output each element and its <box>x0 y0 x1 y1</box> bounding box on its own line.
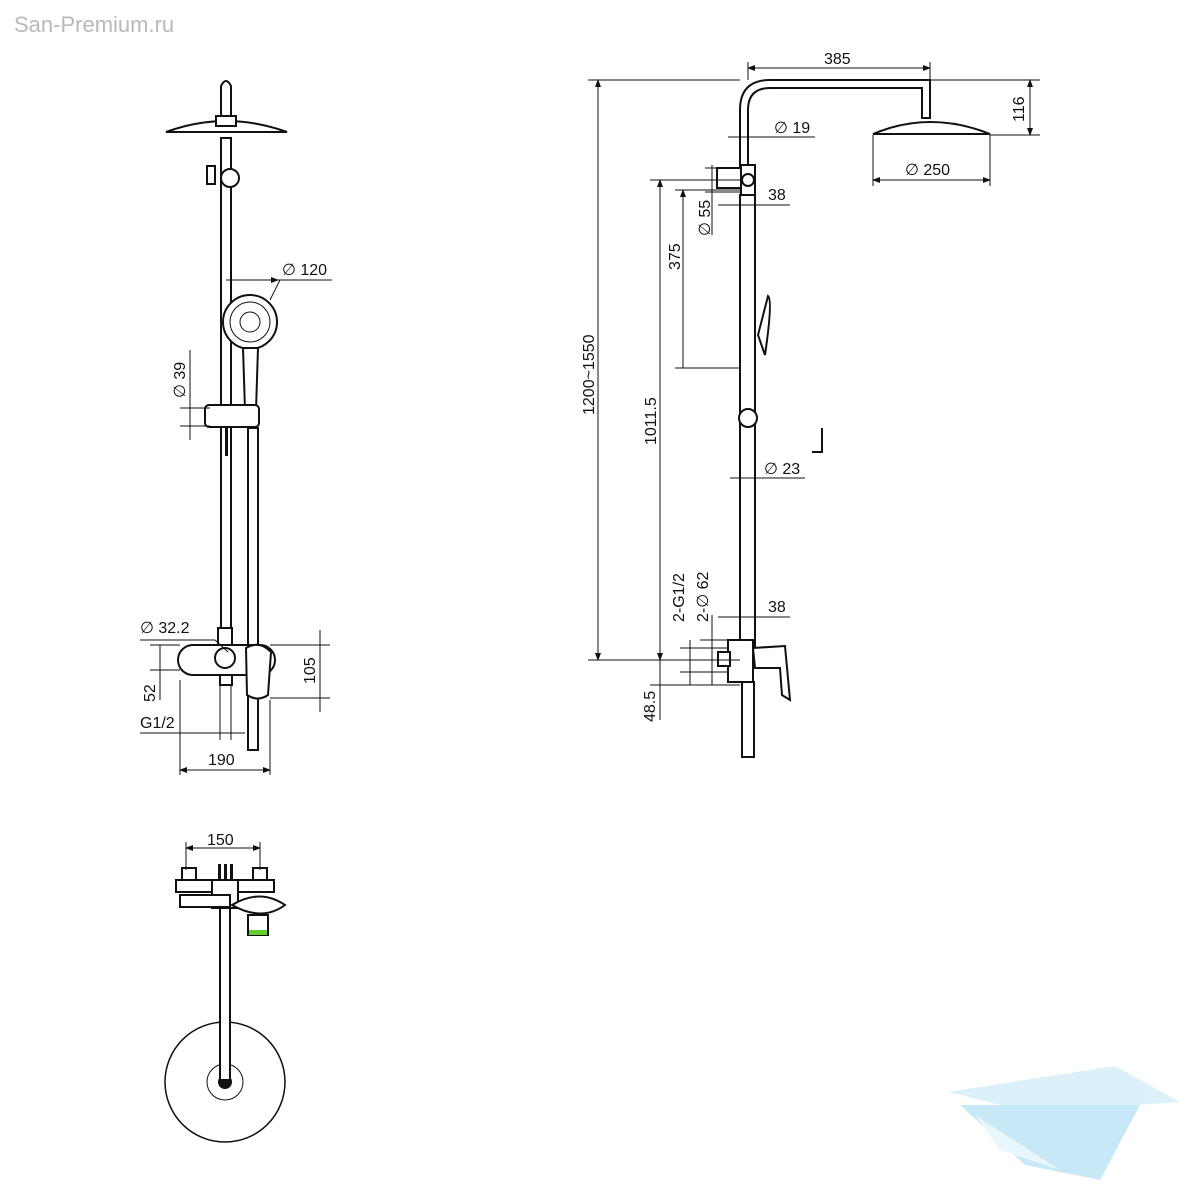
dim-38-bottom: 38 <box>768 599 786 616</box>
dim-2-dia-62: 2-∅ 62 <box>695 571 712 622</box>
dim-dia-39: ∅ 39 <box>172 362 189 398</box>
main-rail <box>220 137 232 646</box>
side-hose <box>741 681 755 758</box>
mixer-knob <box>214 647 236 669</box>
dim-1200-1550: 1200~1550 <box>581 334 598 415</box>
dim-1011-5: 1011.5 <box>643 397 660 445</box>
diverter-top <box>220 168 240 188</box>
dim-2-g12: 2-G1/2 <box>671 573 688 622</box>
dim-dia-23: ∅ 23 <box>764 461 800 478</box>
side-rain-head <box>872 121 991 135</box>
dim-dia-55: ∅ 55 <box>697 200 714 236</box>
dim-105: 105 <box>302 657 319 684</box>
hose <box>247 427 259 751</box>
dim-190: 190 <box>208 752 235 769</box>
overhead-arm <box>739 79 931 169</box>
watermark-text: San-Premium.ru <box>14 12 175 37</box>
hand-shower-handle <box>241 347 260 411</box>
dim-150: 150 <box>207 832 234 849</box>
dim-dia-19: ∅ 19 <box>774 120 810 137</box>
mixer-lever <box>244 643 273 700</box>
dim-dia-32-2: ∅ 32.2 <box>140 620 190 637</box>
dim-385: 385 <box>824 51 851 68</box>
front-view: ∅ 120 ∅ 39 ∅ 32.2 52 105 G1/2 190 <box>140 80 332 775</box>
dim-52: 52 <box>142 684 159 702</box>
shower-arm <box>220 80 232 119</box>
dim-38-top: 38 <box>768 187 786 204</box>
slider-holder <box>204 404 260 428</box>
dim-g12: G1/2 <box>140 715 175 732</box>
hand-shower-head <box>222 294 278 350</box>
side-view: 385 116 ∅ 19 ∅ 250 ∅ 55 38 375 1200~1550… <box>581 51 1040 758</box>
dim-dia-120: ∅ 120 <box>282 262 327 279</box>
top-view: 150 <box>164 832 287 1143</box>
side-slider <box>738 408 758 428</box>
dim-dia-250: ∅ 250 <box>905 162 950 179</box>
dim-116: 116 <box>1011 96 1028 122</box>
logo-watermark <box>948 1066 1180 1180</box>
dim-375: 375 <box>667 243 684 270</box>
top-arm <box>219 904 231 1081</box>
side-hand-shower <box>756 294 771 356</box>
side-lever <box>751 644 792 702</box>
side-mixer <box>727 639 754 683</box>
dim-48-5: 48.5 <box>642 691 659 722</box>
